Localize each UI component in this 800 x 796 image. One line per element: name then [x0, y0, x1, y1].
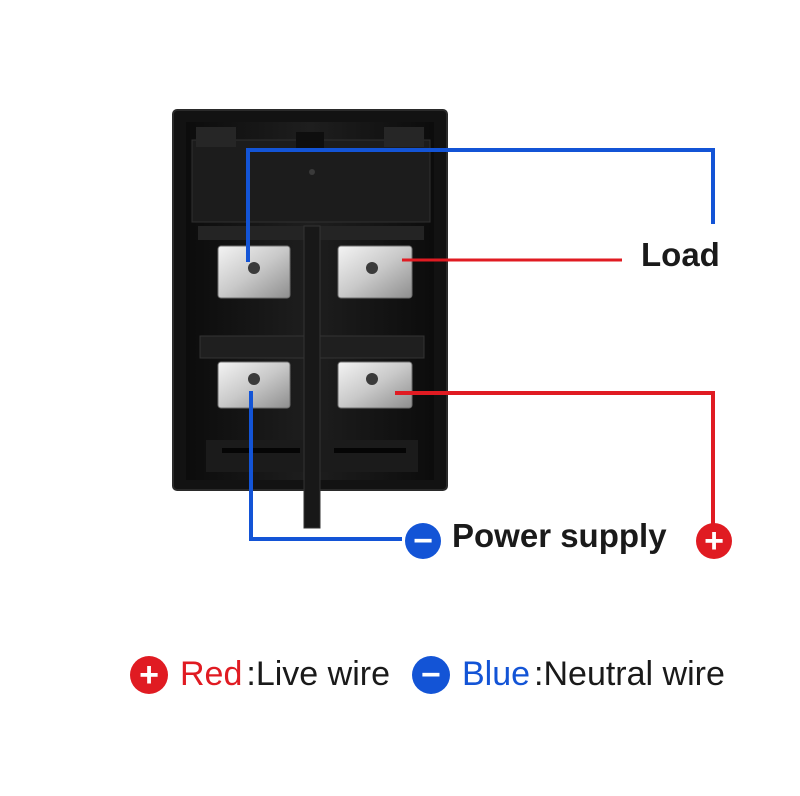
terminal-bottom-left: [217, 361, 291, 409]
minus-icon: −: [405, 523, 441, 559]
terminal-bottom-right: [337, 361, 413, 409]
load-label: Load: [641, 236, 720, 273]
power-supply-label: Power supply: [452, 517, 667, 554]
terminal-top-right: [337, 245, 413, 299]
housing-top-block: [191, 139, 431, 223]
rocker-switch-body: [172, 109, 448, 529]
center-divider-rib: [303, 225, 321, 529]
bottom-vent-slots: [222, 448, 406, 453]
red-supply-wire: [395, 391, 715, 525]
legend-blue-desc: :Neutral wire: [534, 655, 725, 693]
plus-icon: +: [696, 523, 732, 559]
legend-blue-name: Blue: [461, 655, 531, 693]
blue-supply-wire: [249, 391, 402, 541]
legend-red-desc: :Live wire: [246, 655, 390, 693]
top-left-tab: [196, 127, 236, 147]
legend-minus-icon: −: [411, 655, 450, 694]
legend-red-name: Red: [180, 655, 243, 693]
wire-color-legend: + Red :Live wire − Blue :Neutral wire: [130, 655, 725, 694]
terminal-top-left: [217, 245, 291, 299]
blue-load-wire: [246, 148, 715, 262]
top-right-tab: [384, 127, 424, 147]
housing-marker-dot: [309, 169, 315, 175]
legend-plus-icon: +: [130, 655, 168, 694]
top-center-notch: [296, 132, 324, 150]
